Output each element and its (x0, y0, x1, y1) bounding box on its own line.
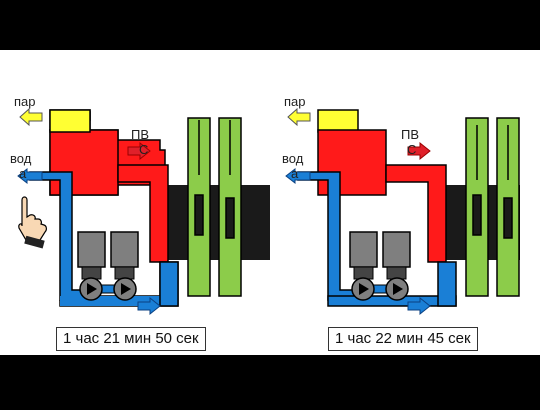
pump-direction-icon (87, 283, 97, 295)
pump-shaft-1 (81, 266, 102, 280)
steam-label: пар (14, 94, 36, 109)
pointing-hand-icon (18, 196, 47, 249)
inlet-riser (437, 261, 457, 307)
pump-direction-icon (359, 283, 369, 295)
pump-direction-icon (121, 283, 131, 295)
fuel-rod-2-element (225, 197, 235, 239)
pump-group (349, 231, 411, 301)
left-panel (17, 107, 270, 316)
pump-motor-1 (349, 231, 378, 268)
water-arrow-icon (17, 167, 43, 185)
pv-arrow-icon (407, 141, 431, 161)
elapsed-time: 1 час 21 мин 50 сек (56, 327, 206, 351)
pv-label-line2: С (139, 142, 149, 157)
water-arrow-icon (285, 167, 311, 185)
pump-group (77, 231, 139, 301)
steam-arrow-icon (19, 107, 43, 127)
pump-motor-2 (382, 231, 411, 268)
pump-motor-1 (77, 231, 106, 268)
riser-pipe (385, 164, 447, 263)
outflow-arrow-icon (407, 296, 431, 316)
elapsed-time: 1 час 22 мин 45 сек (328, 327, 478, 351)
water-label-line2: а (19, 166, 27, 181)
pump-shaft-2 (114, 266, 135, 280)
pv-label: ПВ (401, 127, 420, 142)
return-pipe (60, 296, 178, 306)
pv-label: ПВ (131, 127, 150, 142)
pump-direction-icon (393, 283, 403, 295)
fuel-rods (187, 117, 242, 297)
water-label-line2: а (291, 166, 299, 181)
pump-shaft-1 (353, 266, 374, 280)
pump-motor-2 (110, 231, 139, 268)
pump-shaft-2 (386, 266, 407, 280)
water-label: вод (10, 151, 32, 166)
steam-label: пар (284, 94, 306, 109)
fuel-rods (465, 117, 520, 297)
fuel-rod-1-element (194, 194, 204, 236)
steam-arrow-icon (287, 107, 311, 127)
pv-arrow-icon (127, 141, 151, 161)
fuel-rod-2-element (503, 197, 513, 239)
pv-label-line2: С (407, 142, 417, 157)
steam-dome (317, 109, 359, 133)
steam-dome (49, 109, 91, 133)
right-panel (285, 107, 520, 316)
inlet-riser (159, 261, 179, 307)
outflow-arrow-icon (137, 296, 161, 316)
water-label: вод (282, 151, 304, 166)
fuel-rod-1-element (472, 194, 482, 236)
riser-pipe (117, 164, 169, 263)
